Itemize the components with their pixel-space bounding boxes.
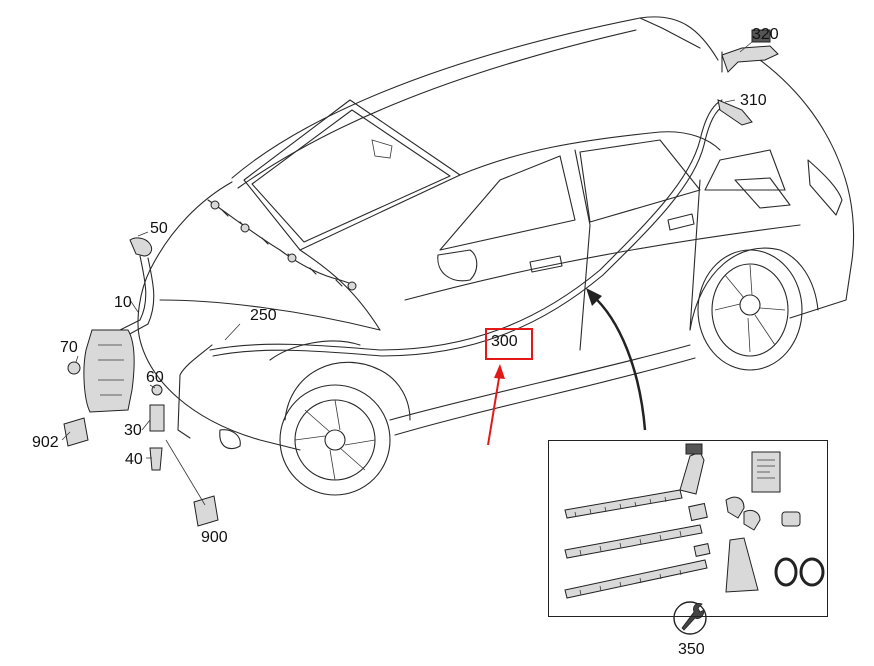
leader-lines — [61, 41, 753, 506]
car-body — [137, 16, 855, 496]
washer-tank — [63, 237, 219, 527]
highlight-arrow — [487, 364, 505, 446]
label-40: 40 — [125, 451, 143, 468]
label-10: 10 — [114, 294, 132, 311]
rear-washer-nozzle — [717, 29, 779, 126]
detail-arrow — [586, 288, 647, 431]
washer-hose-line — [177, 99, 726, 439]
repair-kit-contents — [564, 443, 825, 599]
label-350: 350 — [678, 641, 705, 658]
label-320: 320 — [752, 26, 779, 43]
label-50: 50 — [150, 220, 168, 237]
label-30: 30 — [124, 422, 142, 439]
label-300: 300 — [491, 333, 518, 350]
label-70: 70 — [60, 339, 78, 356]
label-250: 250 — [250, 307, 277, 324]
repair-kit-frame — [548, 440, 828, 617]
label-900: 900 — [201, 529, 228, 546]
label-60: 60 — [146, 369, 164, 386]
label-310: 310 — [740, 92, 767, 109]
highlight-box — [485, 328, 533, 360]
label-902: 902 — [32, 434, 59, 451]
